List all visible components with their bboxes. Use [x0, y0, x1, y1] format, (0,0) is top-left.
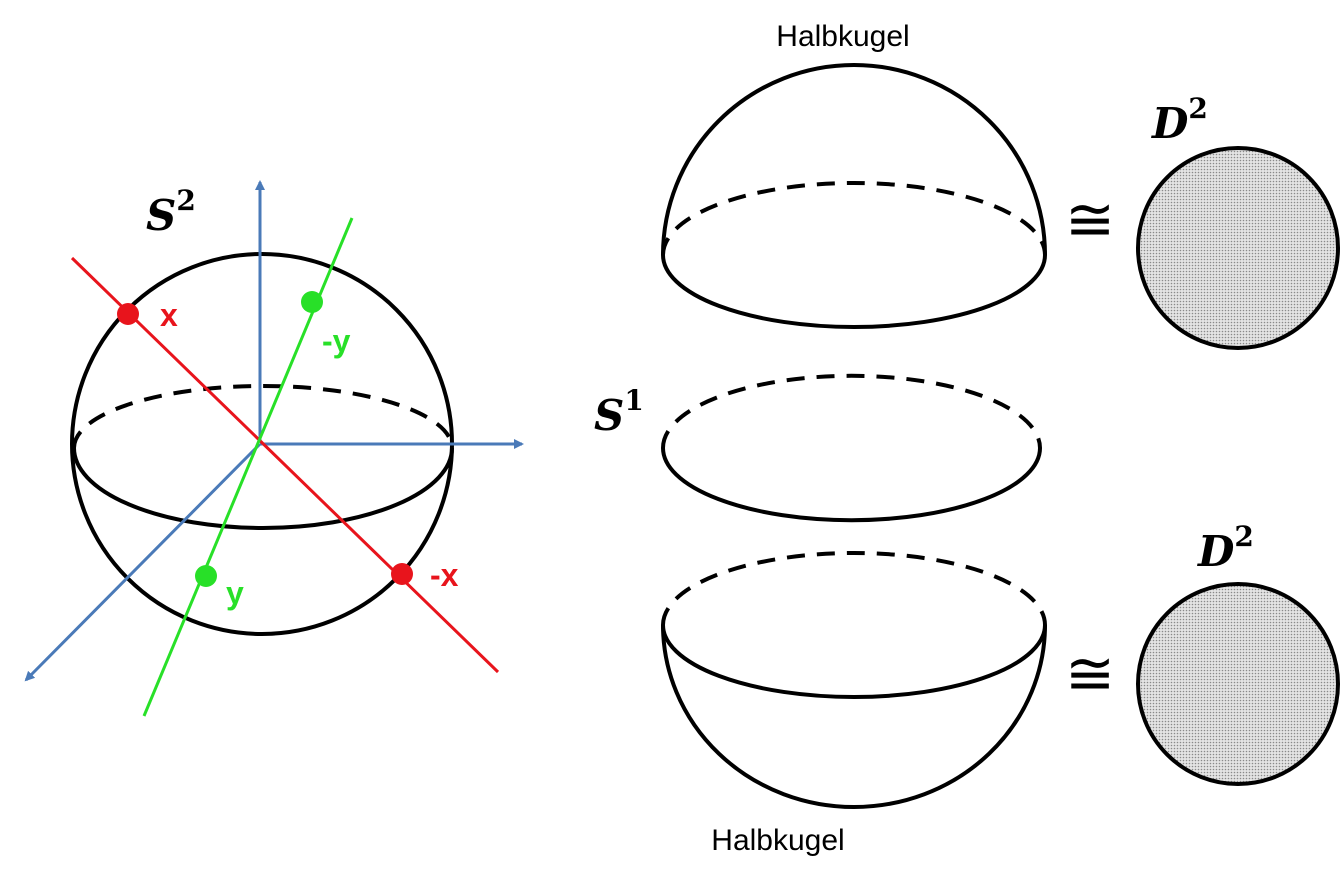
sphere-label-exp: 2 — [176, 184, 195, 217]
circle-label-exp: 1 — [624, 384, 643, 417]
label-x: x — [160, 297, 178, 333]
upper-hemisphere-rim-back — [661, 181, 1047, 256]
label-neg-x: -x — [430, 557, 459, 593]
upper-hemisphere-dome — [661, 63, 1047, 256]
sphere-equator-back — [72, 384, 454, 449]
circle-label-base: S — [594, 391, 624, 440]
green-line — [142, 217, 354, 717]
label-y: y — [226, 575, 244, 611]
disk-label-top-exp: 2 — [1188, 92, 1207, 125]
point-x — [117, 303, 139, 325]
disk-bottom — [1136, 582, 1340, 786]
hemisphere-bottom-label: Halbkugel — [711, 824, 844, 857]
disk-label-top: D2 — [1151, 92, 1208, 148]
disk-label-bottom-base: D — [1197, 527, 1235, 576]
red-line — [70, 256, 500, 674]
hemisphere-top-label: Halbkugel — [776, 20, 909, 53]
lower-hemisphere-rim-front — [661, 624, 1047, 699]
upper-hemisphere-group: Halbkugel — [661, 20, 1047, 329]
upper-hemisphere-rim-front — [661, 254, 1047, 329]
homeomorphic-symbol-bottom: ≅ — [1065, 639, 1115, 709]
equator-back — [661, 373, 1042, 449]
lower-hemisphere-rim-back — [661, 551, 1047, 626]
disk-top-group: D2 — [1136, 92, 1340, 350]
point-y — [195, 565, 217, 587]
point-neg-y — [301, 291, 323, 313]
lower-hemisphere-group: Halbkugel — [661, 551, 1047, 857]
point-neg-x — [391, 563, 413, 585]
sphere-group: x -x -y y S2 — [24, 180, 524, 717]
sphere-label-base: S — [146, 191, 176, 240]
y-axis — [24, 442, 262, 682]
disk-label-bottom: D2 — [1197, 520, 1254, 576]
circle-label: S1 — [594, 384, 644, 440]
disk-label-bottom-exp: 2 — [1234, 520, 1253, 553]
disk-top — [1136, 146, 1340, 350]
sphere-equator-front — [72, 447, 454, 530]
lower-hemisphere-bowl — [661, 624, 1047, 809]
sphere-label: S2 — [146, 184, 196, 240]
equator-front — [661, 447, 1042, 523]
label-neg-y: -y — [322, 323, 351, 359]
disk-bottom-group: D2 — [1136, 520, 1340, 786]
homeomorphic-symbol-top: ≅ — [1065, 185, 1115, 255]
equator-circle-group: S1 — [594, 373, 1042, 523]
disk-label-top-base: D — [1151, 99, 1189, 148]
